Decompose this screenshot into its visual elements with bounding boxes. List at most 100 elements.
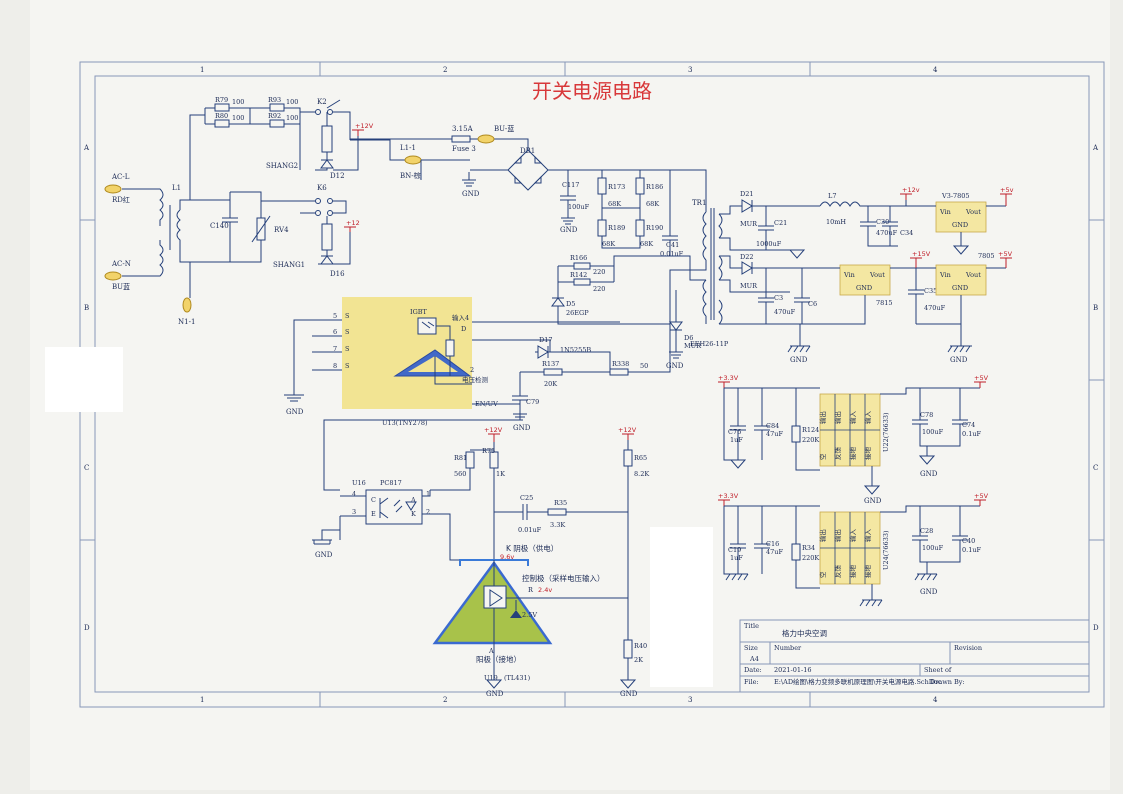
u19-label: U19 (484, 674, 498, 682)
tr1-secondary-wires (719, 205, 790, 325)
r338-label: R338 (612, 360, 629, 368)
v3-5v-label: +5v (1000, 186, 1014, 194)
k6-contact-2 (327, 198, 333, 204)
u24-pin-out-2: 输出 (833, 529, 842, 542)
gnd-l1-label: GND (462, 190, 480, 198)
d5-value: 26EGP (566, 309, 589, 317)
r166-label: R166 (570, 254, 587, 262)
n1-label: N1-1 (178, 318, 195, 326)
r75-value: 1K (496, 470, 505, 478)
d5-wires (557, 306, 670, 325)
gnd-c117-label: GND (560, 226, 578, 234)
c30-value: 470uF (876, 229, 898, 237)
v12-rail (900, 193, 912, 200)
gnd-u19-icon (485, 679, 503, 689)
v3-vin: Vin (939, 208, 951, 216)
zone-right-c: C (1093, 464, 1098, 472)
u19-anode-label: 阳极（接地） (476, 654, 521, 664)
r186-value: 68K (646, 200, 659, 208)
d17-wire (548, 351, 611, 372)
title-block-drawn-by: Drawn By: (930, 678, 965, 686)
u22-pin-gnd-1: 接地 (848, 447, 857, 461)
r80-label: R80 (215, 112, 228, 120)
u13-vdet-label: 电压检测 (462, 375, 489, 384)
l1-winding-right (176, 209, 181, 246)
c78-c74-caps (912, 388, 968, 447)
ac-n-label: AC-N (111, 260, 131, 268)
r65-12v-rail (622, 433, 634, 440)
tr1-secondary-3 (718, 299, 723, 325)
c28-c40-caps (912, 506, 968, 563)
u19-ref-diode (510, 610, 522, 618)
ac-l-color-label: RD红 (112, 195, 130, 204)
gnd-r40-label: GND (620, 690, 638, 698)
u22-pin-in-2: 输入 (863, 411, 872, 425)
c41-value: 0.01uF (660, 250, 684, 258)
reg-7805-gnd: GND (952, 284, 968, 292)
u22-33v-rail (718, 381, 730, 388)
gnd-u13-label: GND (286, 408, 304, 416)
u19-opamp (489, 589, 503, 607)
u19-cathode-label: K 阴极（供电） (506, 543, 558, 553)
u13-pin6-s: S (345, 328, 349, 336)
reg-7805-vin: Vin (939, 271, 951, 279)
gnd-r40-icon (619, 679, 637, 689)
r124-wire (795, 442, 820, 471)
db1-d4 (533, 175, 542, 184)
r142-label: R142 (570, 271, 587, 279)
r92-value: 100 (286, 114, 298, 122)
u24-pin-in-2: 输入 (863, 529, 872, 543)
tr1-label: TR1 (692, 199, 706, 207)
gnd-7805-icon (947, 345, 972, 353)
k6-contact-3 (315, 210, 321, 216)
gnd-c78-label: GND (920, 470, 938, 478)
u19-anode-a: A (488, 647, 494, 655)
u13-pin6: 6 (333, 328, 337, 336)
u13-internal-r (445, 339, 455, 357)
r166-body (573, 262, 591, 270)
u13-pin8-s: S (345, 362, 349, 370)
ac-l-label: AC-L (111, 173, 130, 181)
v3-5v-rail (1000, 193, 1012, 206)
c25-label: C25 (520, 494, 533, 502)
title-block-size: A4 (749, 655, 759, 663)
u24-5v-label: +5V (974, 492, 989, 500)
u24-pin-gnd-1: 接地 (848, 565, 857, 579)
u24-pin-out-1: 输出 (818, 529, 827, 542)
zone-left-b: B (84, 304, 89, 312)
u22-5v-rail (974, 381, 986, 388)
r65-label: R65 (634, 454, 647, 462)
c21-cap (758, 225, 774, 250)
zone-top-4: 4 (933, 66, 938, 74)
l7-label: L7 (828, 192, 836, 200)
d21-value: MUR (740, 220, 758, 228)
r189-value: 68K (602, 240, 615, 248)
rv4-label: RV4 (274, 226, 289, 234)
zone-left-a: A (83, 144, 90, 152)
u16-e-label: E (371, 510, 376, 518)
r137-body (543, 368, 563, 376)
v5-rail (1000, 257, 1012, 268)
gnd-u24-icon (859, 599, 883, 607)
r35-value: 3.3K (550, 521, 565, 529)
l1-wire (420, 159, 470, 180)
u13-triangle-inner (408, 356, 458, 372)
k6-contact-4 (327, 210, 333, 216)
d21-label: D21 (740, 190, 753, 198)
u19-ref-r: R (528, 586, 534, 594)
gnd-u16-wire (321, 529, 340, 540)
c84-cap (754, 425, 770, 460)
ac-l-connector (104, 184, 122, 194)
u19-value: (TL431) (504, 674, 531, 682)
r75-label: R75 (482, 447, 495, 455)
tr1-secondary-1 (718, 213, 723, 239)
c19-label: C19 (728, 546, 741, 554)
l1-1-label: L1-1 (400, 144, 416, 152)
gnd-c19-icon (725, 573, 749, 581)
r80-body (214, 119, 230, 128)
ac-n-color-label: BU蓝 (112, 282, 130, 291)
l1-1-connector (404, 155, 422, 165)
ac-n-connector (104, 271, 122, 281)
r166-value: 220 (593, 268, 605, 276)
r186-body (635, 177, 645, 195)
